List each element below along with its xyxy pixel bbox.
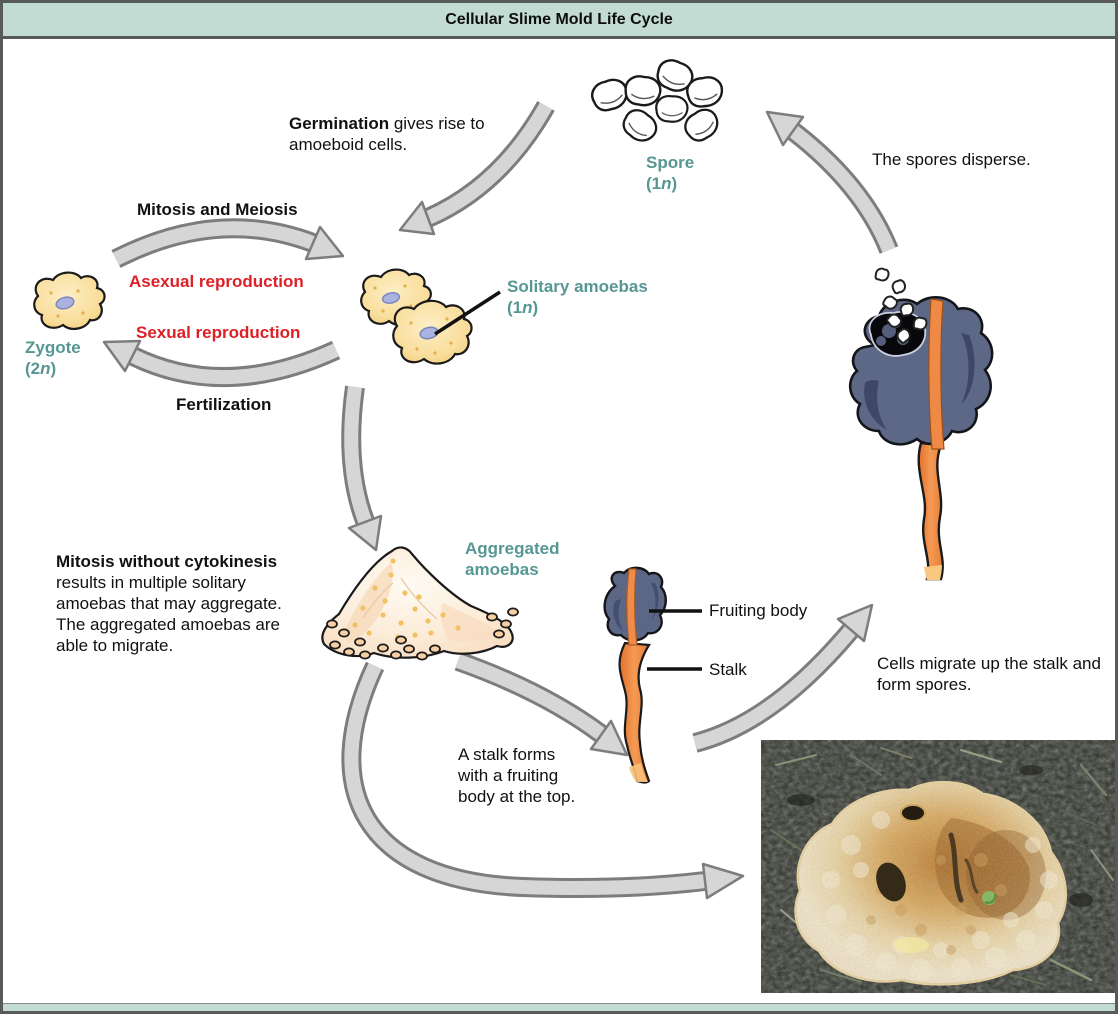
spore-label: Spore (1n) [646, 152, 694, 194]
solitary-ploidy-n: n [522, 298, 533, 317]
cytokinesis-text: results in multiple solitary amoebas tha… [56, 573, 282, 655]
migrating-cells [326, 607, 519, 661]
mitosis-meiosis-annotation: Mitosis and Meiosis [137, 200, 298, 219]
spore-name: Spore [646, 153, 695, 172]
figure-title: Cellular Slime Mold Life Cycle [445, 10, 673, 28]
germination-annotation: Germination gives rise to amoeboid cells… [289, 113, 495, 155]
arrow-asexual-reproduction [111, 218, 345, 268]
cytokinesis-term: Mitosis without cytokinesis [56, 552, 278, 571]
aggregated-line2: amoebas [465, 560, 539, 579]
arrow-fertilization [102, 339, 341, 388]
solitary-ploidy-open: (1 [507, 298, 523, 317]
arrow-spores-disperse [765, 110, 899, 254]
zygote-label: Zygote (2n) [25, 337, 81, 379]
germination-text: gives rise to amoeboid cells. [289, 114, 485, 154]
solitary-amoebas-label: Solitary amoebas (1n) [507, 276, 648, 318]
germination-term: Germination [289, 114, 390, 133]
sexual-reproduction-label: Sexual reproduction [136, 323, 301, 342]
fruiting-body-label: Fruiting body [709, 601, 808, 620]
stalk-label: Stalk [709, 660, 747, 679]
spore-ploidy-n: n [661, 174, 672, 193]
slime-mold-photo [761, 740, 1115, 993]
solitary-pointer-line [434, 290, 501, 336]
fruiting-body-illustration [603, 566, 667, 784]
zygote-illustration [33, 271, 106, 330]
spore-cluster-illustration [588, 54, 725, 148]
figure-title-bar: Cellular Slime Mold Life Cycle [3, 3, 1115, 39]
diagram-artwork [33, 54, 994, 900]
solitary-ploidy-close: ) [532, 298, 539, 317]
mature-fruiting-body-illustration [848, 296, 994, 581]
fertilization-annotation: Fertilization [176, 395, 272, 414]
cytokinesis-annotation: Mitosis without cytokinesis results in m… [56, 551, 292, 656]
arrow-migration-to-photo [341, 661, 745, 900]
spore-ploidy-open: (1 [646, 174, 662, 193]
aggregated-line1: Aggregated [465, 539, 560, 558]
zygote-ploidy-open: (2 [25, 359, 41, 378]
stalk-forms-annotation: A stalk forms with a fruiting body at th… [458, 745, 576, 806]
arrow-stalk-formation [454, 651, 629, 757]
asexual-reproduction-label: Asexual reproduction [129, 272, 304, 291]
zygote-name: Zygote [25, 338, 81, 357]
aggregated-amoebas-illustration [321, 546, 519, 661]
solitary-name: Solitary amoebas [507, 277, 648, 296]
disperse-annotation: The spores disperse. [872, 150, 1031, 169]
zygote-ploidy-n: n [40, 359, 51, 378]
arrow-germination [398, 101, 555, 236]
figure-footer-bar [3, 1003, 1115, 1011]
solitary-amoebas-illustration [360, 268, 473, 365]
arrow-mitosis-aggregation [341, 385, 383, 552]
migrate-annotation: Cells migrate up the stalk and form spor… [877, 654, 1101, 694]
spore-ploidy-close: ) [671, 174, 678, 193]
zygote-ploidy-close: ) [50, 359, 57, 378]
arrow-cells-migrate [692, 603, 874, 753]
aggregated-amoebas-label: Aggregated amoebas [465, 538, 559, 580]
